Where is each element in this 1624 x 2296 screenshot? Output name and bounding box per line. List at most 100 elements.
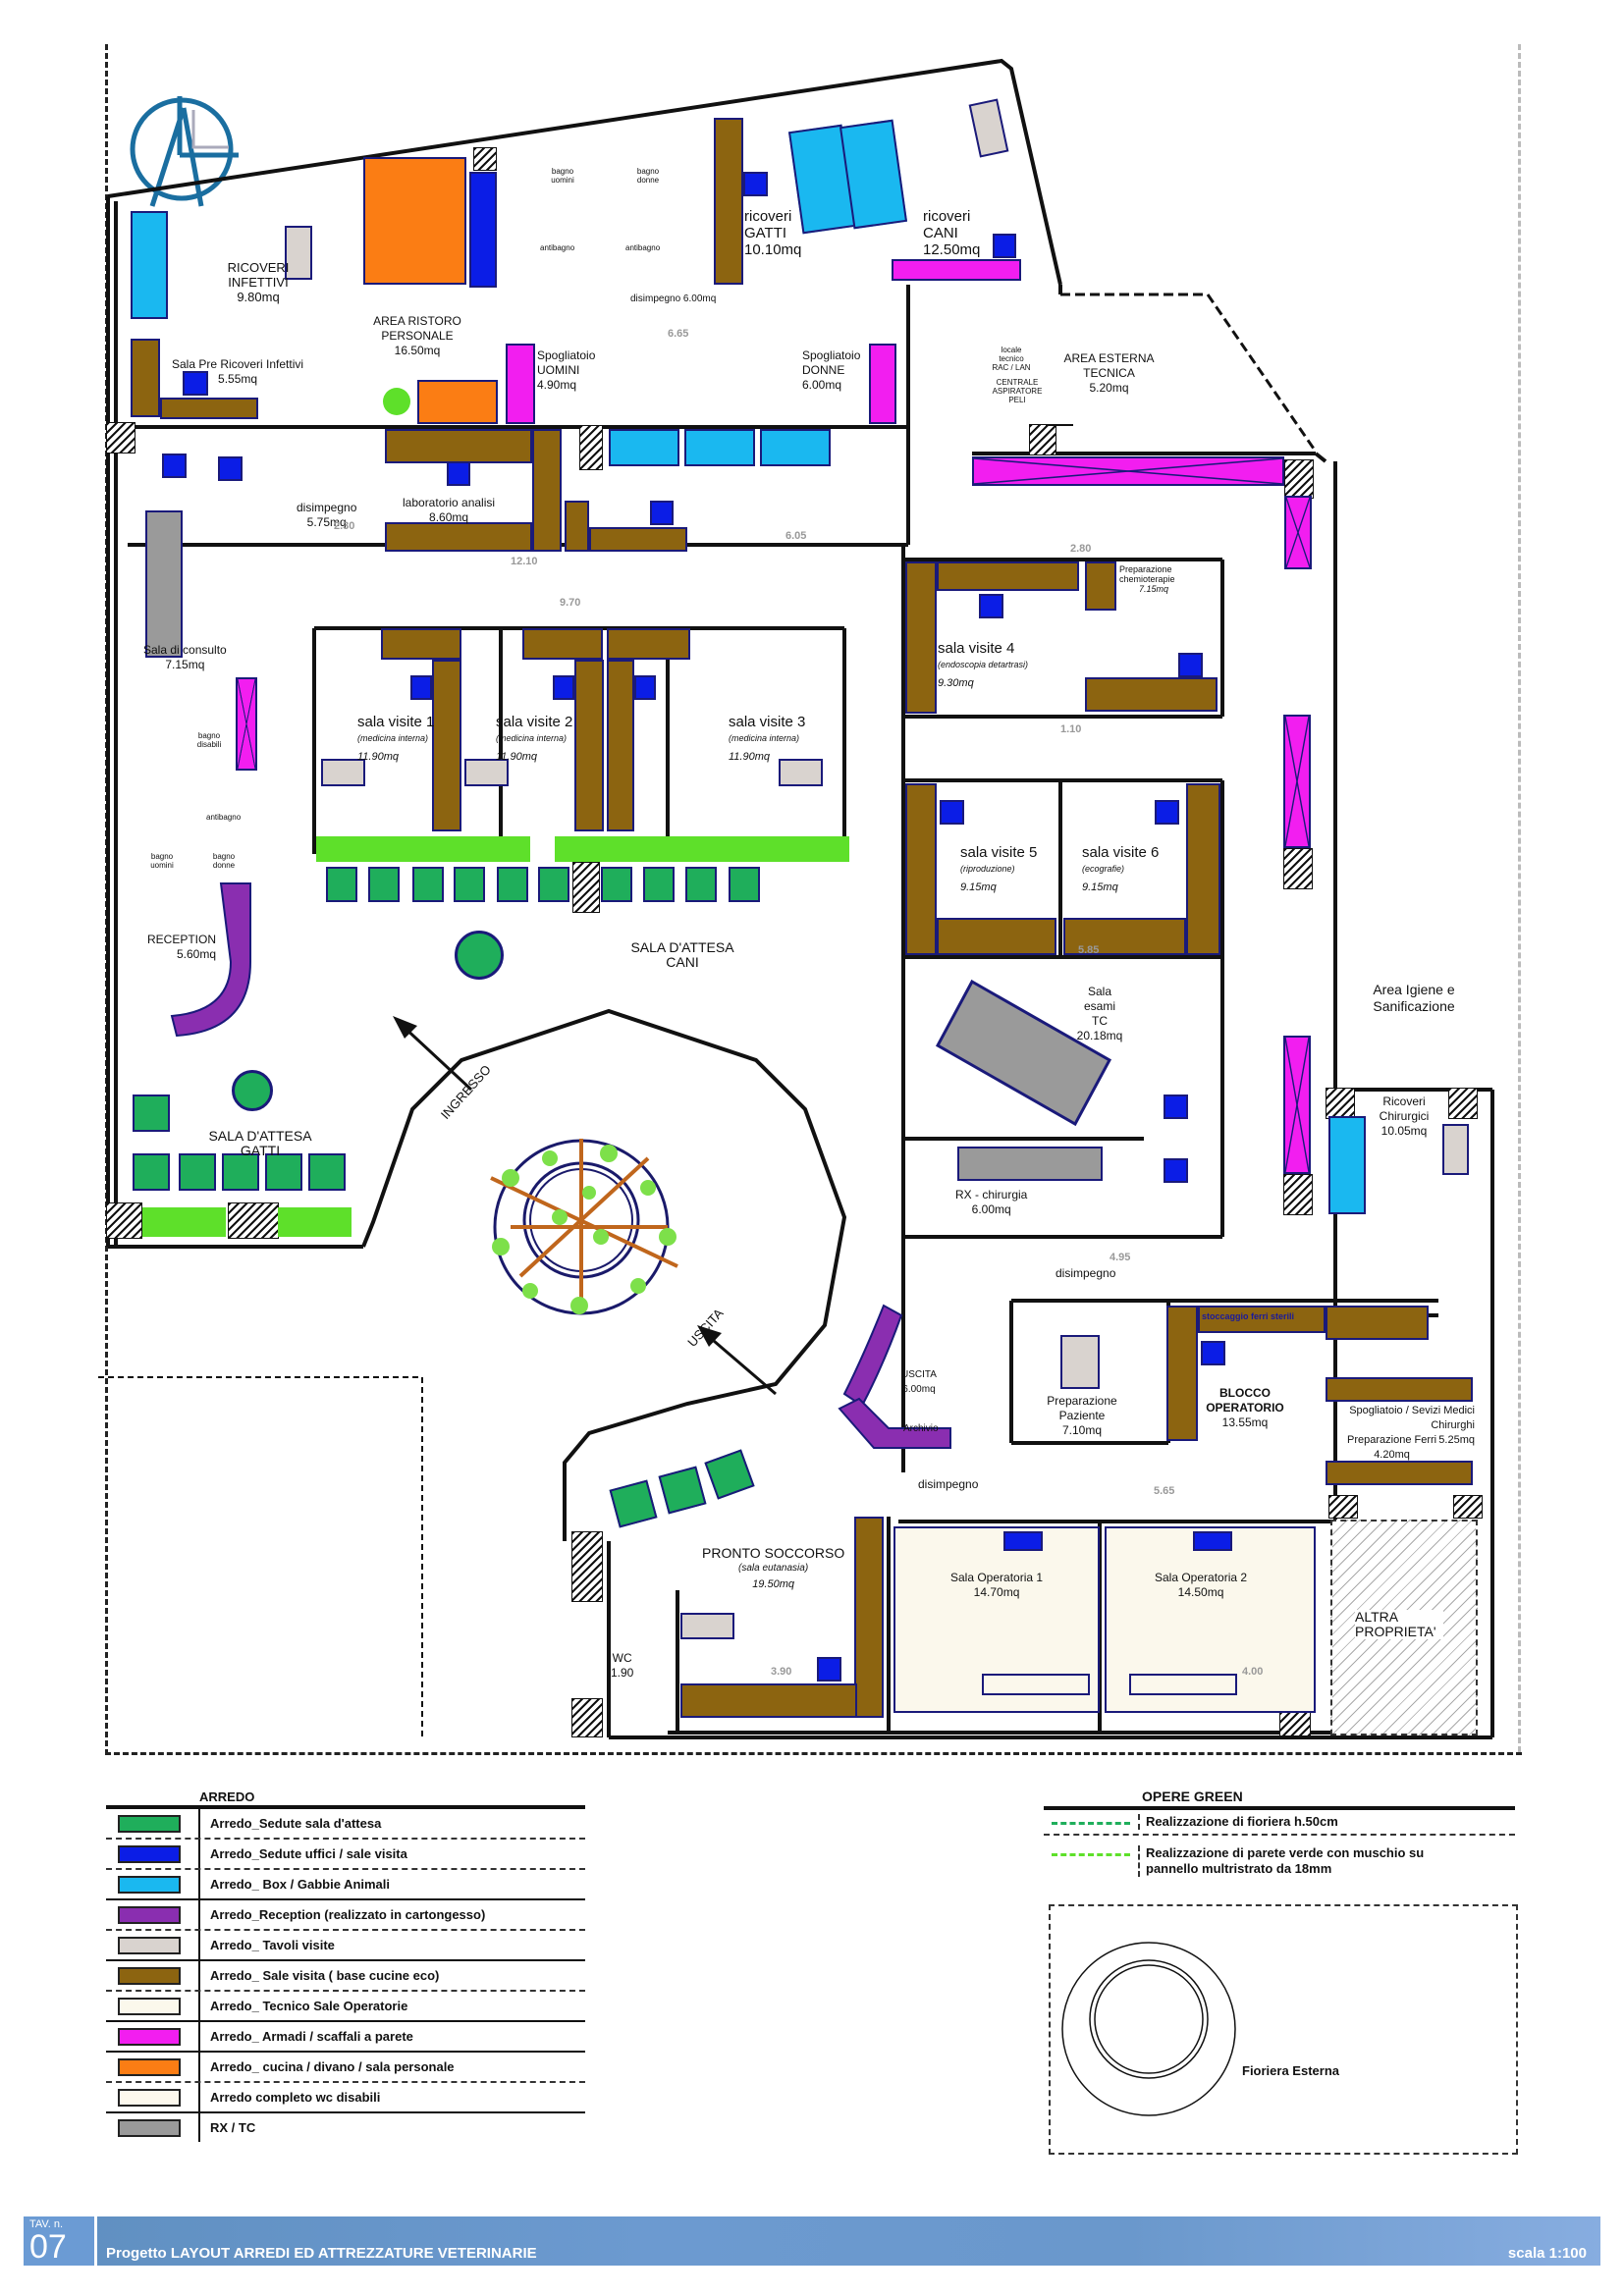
- lab-counter-block: [532, 429, 562, 552]
- wardrobe-block: [869, 344, 896, 424]
- waiting-seat: [454, 867, 485, 902]
- dimension-label: 6.65: [668, 328, 689, 340]
- animal-cage-block: [760, 429, 831, 466]
- visit-counter-block: [432, 660, 461, 831]
- legend-item: Arredo_ Armadi / scaffali a parete: [106, 2022, 585, 2053]
- legend-swatch: [118, 1997, 181, 2015]
- column-hatch: [572, 862, 600, 913]
- office-seat-block: [553, 675, 574, 700]
- legend-swatch: [118, 2088, 181, 2107]
- office-seat-block: [743, 172, 768, 196]
- tav-label: TAV. n.: [29, 2218, 64, 2230]
- dimension-label: 4.95: [1110, 1252, 1131, 1263]
- counter-block: [854, 1517, 884, 1718]
- room-bagno-donne-low: bagno donne: [212, 852, 236, 870]
- legend-swatch: [118, 2118, 181, 2137]
- lab-counter-block: [589, 527, 687, 552]
- fioriera-line-icon: [1052, 1822, 1130, 1825]
- waiting-seat: [133, 1095, 170, 1132]
- wall-cabinet-block: [236, 677, 257, 771]
- waiting-seat: [222, 1153, 259, 1191]
- waiting-seat: [265, 1153, 302, 1191]
- legend-swatch: [118, 1936, 181, 1954]
- column-hatch: [1284, 459, 1314, 499]
- room-sala-visite-3: sala visite 3 (medicina interna) 11.90mq: [729, 714, 806, 763]
- room-pronto-soccorso: PRONTO SOCCORSO (sala eutanasia) 19.50mq: [702, 1545, 845, 1591]
- plant-icon: [383, 388, 410, 415]
- dimension-label: 5.85: [1078, 944, 1100, 956]
- animal-cage-block: [1328, 1116, 1366, 1214]
- room-ricoveri-gatti: ricoveri GATTI 10.10mq: [744, 208, 802, 258]
- wall-cabinet-block: [1283, 1036, 1311, 1174]
- animal-cage-block: [609, 429, 679, 466]
- visit-counter-block: [1166, 1306, 1198, 1441]
- sheet-border-right: [1518, 44, 1521, 1752]
- rx-equipment-block: [957, 1147, 1103, 1181]
- cabinet-block: [714, 118, 743, 285]
- moss-wall: [316, 836, 530, 862]
- animal-cage-block: [684, 429, 755, 466]
- wall-cabinet-block: [1283, 715, 1311, 848]
- cabinet-block: [1326, 1306, 1429, 1340]
- column-hatch: [1453, 1495, 1483, 1519]
- room-spogliatoio-donne: Spogliatoio DONNE 6.00mq: [802, 348, 861, 392]
- waiting-seat: [368, 867, 400, 902]
- waiting-seat: [308, 1153, 346, 1191]
- office-seat-block: [218, 456, 243, 481]
- dimension-label: 1.10: [1060, 723, 1082, 735]
- office-seat-block: [162, 454, 187, 478]
- office-seat-block: [447, 461, 470, 486]
- op-sink-block: [1003, 1531, 1043, 1551]
- room-sala-esami-tc: Sala esami TC 20.18mq: [1076, 985, 1123, 1042]
- office-seat-block: [410, 675, 432, 700]
- visit-counter-block: [607, 628, 690, 660]
- wardrobe-block: [506, 344, 535, 424]
- visit-counter-block: [905, 783, 937, 955]
- wall-cabinet-block: [1284, 496, 1312, 569]
- column-hatch: [106, 1202, 142, 1239]
- room-rx-chirurgia: RX - chirurgia 6.00mq: [955, 1188, 1028, 1216]
- waiting-seat: [538, 867, 569, 902]
- waiting-seat: [643, 867, 675, 902]
- legend-swatch: [118, 2027, 181, 2046]
- column-hatch: [1448, 1088, 1478, 1119]
- visit-counter-block: [1186, 783, 1220, 955]
- room-ricoveri-infettivi: RICOVERI INFETTIVI 9.80mq: [227, 260, 290, 304]
- tav-box: TAV. n. 07: [24, 2216, 97, 2266]
- exam-table-block: [464, 759, 509, 786]
- dimension-label: 9.70: [560, 597, 581, 609]
- dimension-label: 5.65: [1154, 1485, 1175, 1497]
- waiting-seat: [326, 867, 357, 902]
- column-hatch: [1046, 424, 1073, 426]
- legend-item: Realizzazione di parete verde con muschi…: [1044, 1836, 1515, 1891]
- exam-table-block: [779, 759, 823, 786]
- legend-swatch: [118, 1966, 181, 1985]
- fioriera-esterna-box: Fioriera Esterna: [1049, 1904, 1518, 2155]
- room-archivio: Archivio: [903, 1423, 939, 1434]
- column-hatch: [228, 1202, 279, 1239]
- legend-item: Realizzazione di fioriera h.50cm: [1044, 1810, 1515, 1836]
- office-seat-block: [1164, 1095, 1188, 1119]
- dimension-label: 6.05: [785, 530, 807, 542]
- room-wc: WC 1.90: [611, 1651, 634, 1680]
- room-sala-attesa-cani: SALA D'ATTESA CANI: [630, 939, 734, 970]
- room-sala-operatoria-1: Sala Operatoria 1 14.70mq: [950, 1571, 1044, 1599]
- op-cabinet-block: [982, 1674, 1090, 1695]
- room-sala-pre-ricoveri: Sala Pre Ricoveri Infettivi 5.55mq: [172, 357, 304, 386]
- waiting-seat: [133, 1153, 170, 1191]
- exam-table-block: [321, 759, 365, 786]
- room-sala-consulto: Sala di consulto 7.15mq: [143, 643, 227, 671]
- room-prep-ferri: Preparazione Ferri 4.20mq: [1347, 1434, 1437, 1461]
- planter-circle-icon: [1061, 1942, 1236, 2116]
- column-hatch: [106, 422, 135, 454]
- planter-moss: [142, 1207, 226, 1237]
- office-seat-block: [979, 594, 1003, 618]
- legend-opere-green: OPERE GREEN Realizzazione di fioriera h.…: [1044, 1789, 1515, 1891]
- room-prep-chemio: Preparazione chemioterapie 7.15mq: [1119, 564, 1175, 594]
- cabinet-block: [1326, 1377, 1473, 1402]
- office-seat-block: [1201, 1341, 1225, 1365]
- room-area-ristoro: AREA RISTORO PERSONALE 16.50mq: [373, 314, 461, 357]
- room-sala-visite-2: sala visite 2 (medicina interna) 11.90mq: [496, 714, 573, 763]
- moss-wall-line-icon: [1052, 1853, 1130, 1856]
- dimension-label: 3.90: [771, 1666, 792, 1678]
